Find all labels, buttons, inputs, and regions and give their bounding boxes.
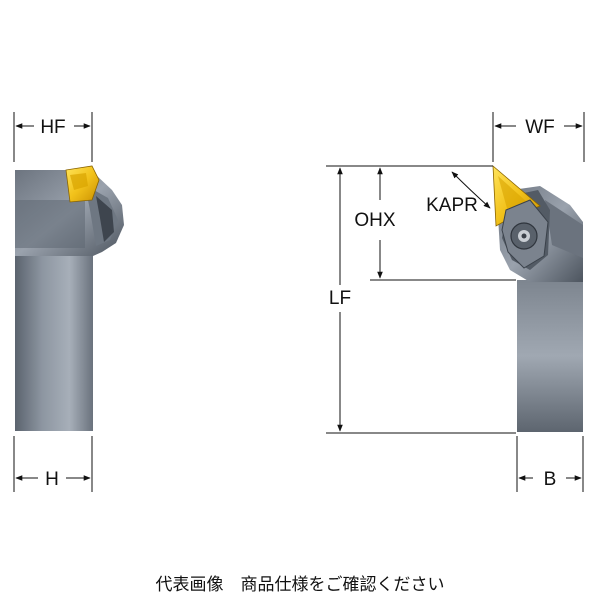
side-view <box>15 165 124 431</box>
hf-label: HF <box>40 117 65 138</box>
h-dimension: H <box>13 436 93 492</box>
top-shank <box>517 280 583 432</box>
side-shank <box>15 248 93 431</box>
h-label: H <box>45 469 59 490</box>
lf-label: LF <box>329 288 351 309</box>
kapr-dimension: KAPR <box>426 171 491 216</box>
ohx-label: OHX <box>354 210 396 231</box>
b-label: B <box>544 469 557 490</box>
caption: 代表画像 商品仕様をご確認ください <box>155 575 445 595</box>
wf-label: WF <box>525 117 555 138</box>
kapr-label: KAPR <box>426 195 478 216</box>
wf-dimension: WF <box>492 112 585 162</box>
lf-dimension: LF <box>329 167 351 432</box>
ohx-dimension: OHX <box>354 167 396 279</box>
hf-dimension: HF <box>13 112 93 162</box>
b-dimension: B <box>516 436 584 492</box>
top-view <box>492 165 583 432</box>
